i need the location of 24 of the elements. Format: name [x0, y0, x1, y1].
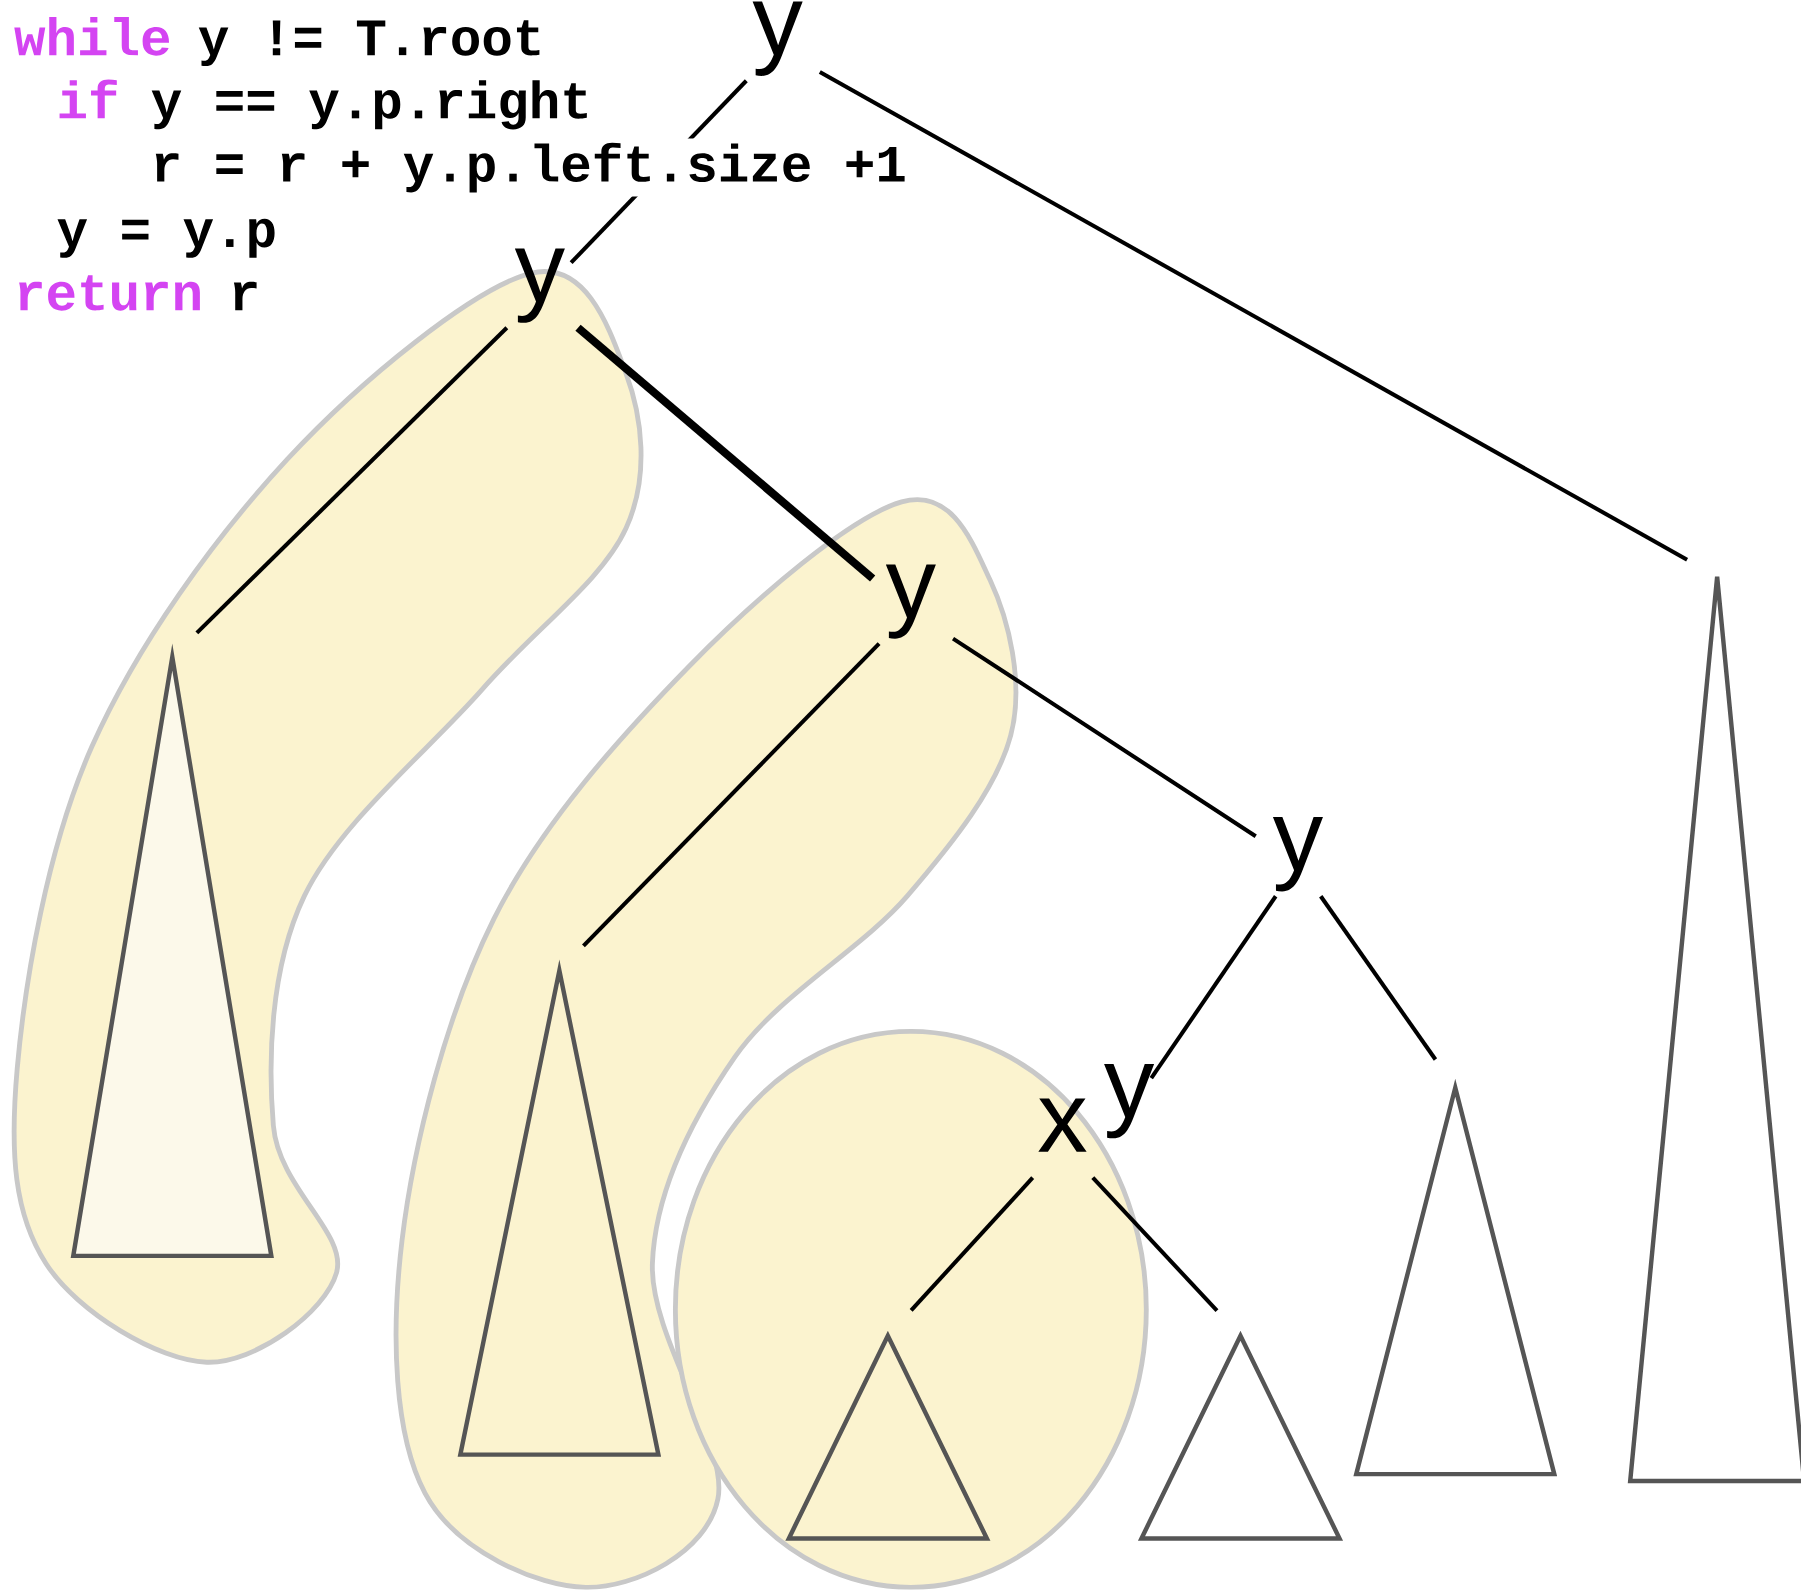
node-letter: y [885, 564, 936, 639]
node-letter: y [752, 1, 803, 77]
code-text: if [52, 75, 124, 123]
tree-edge [951, 637, 1257, 839]
code-text: r = r + y.p.left.size +1 [146, 138, 911, 197]
tree-edge [195, 326, 509, 635]
code-text: while [10, 13, 176, 60]
tree-edge [909, 1176, 1035, 1312]
code-text: y == y.p.right [146, 76, 596, 134]
tree-edge [818, 70, 1689, 562]
node-letter: y [1272, 817, 1323, 892]
tree-edge [1149, 895, 1278, 1080]
tree-edge [1319, 895, 1438, 1061]
node-letter: x [1038, 1098, 1087, 1152]
code-text: y != T.root [193, 16, 549, 71]
tree-edge [582, 642, 881, 948]
code-text: r [224, 278, 265, 315]
subtree-triangle [1627, 574, 1801, 1484]
node-letter: y [1104, 1064, 1155, 1139]
tree-edge [575, 324, 876, 582]
code-text: y = y.p [52, 214, 282, 263]
tree-edge [1091, 1176, 1219, 1313]
node-letter: y [514, 248, 565, 323]
code-text: return [10, 271, 208, 315]
